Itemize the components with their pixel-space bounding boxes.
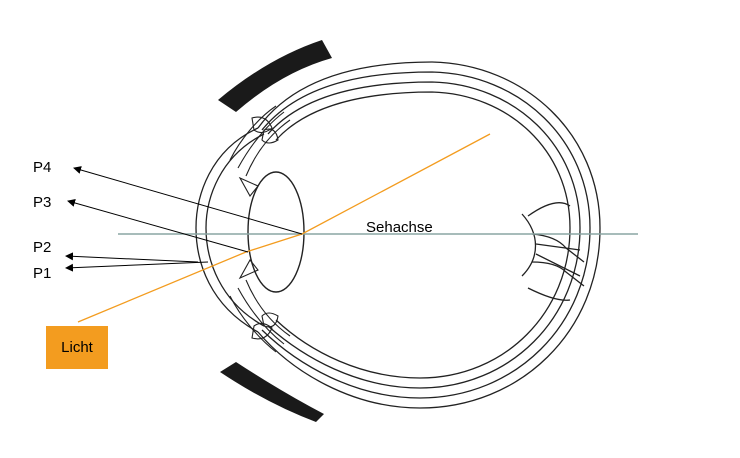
reflection-arrow-p3 (67, 199, 249, 253)
light-ray (77, 133, 491, 323)
label-p2: P2 (33, 239, 52, 256)
ciliary-body-lower (229, 259, 291, 353)
light-box-bg (46, 326, 108, 369)
lower-eyelid (220, 362, 324, 422)
label-p3: P3 (33, 194, 52, 211)
eyeball-shell (195, 61, 601, 409)
reflection-arrow-p1 (65, 261, 209, 272)
optic-nerve (521, 202, 585, 301)
upper-eyelid (218, 40, 332, 112)
light-label: Licht (61, 339, 93, 356)
visual-axis-label: Sehachse (366, 219, 433, 236)
label-p1: P1 (33, 265, 52, 282)
label-p4: P4 (33, 159, 52, 176)
reflection-arrow-p4 (73, 166, 303, 235)
lens (247, 171, 305, 293)
reflection-arrow-p2 (65, 252, 199, 263)
ciliary-body-upper (229, 105, 291, 197)
